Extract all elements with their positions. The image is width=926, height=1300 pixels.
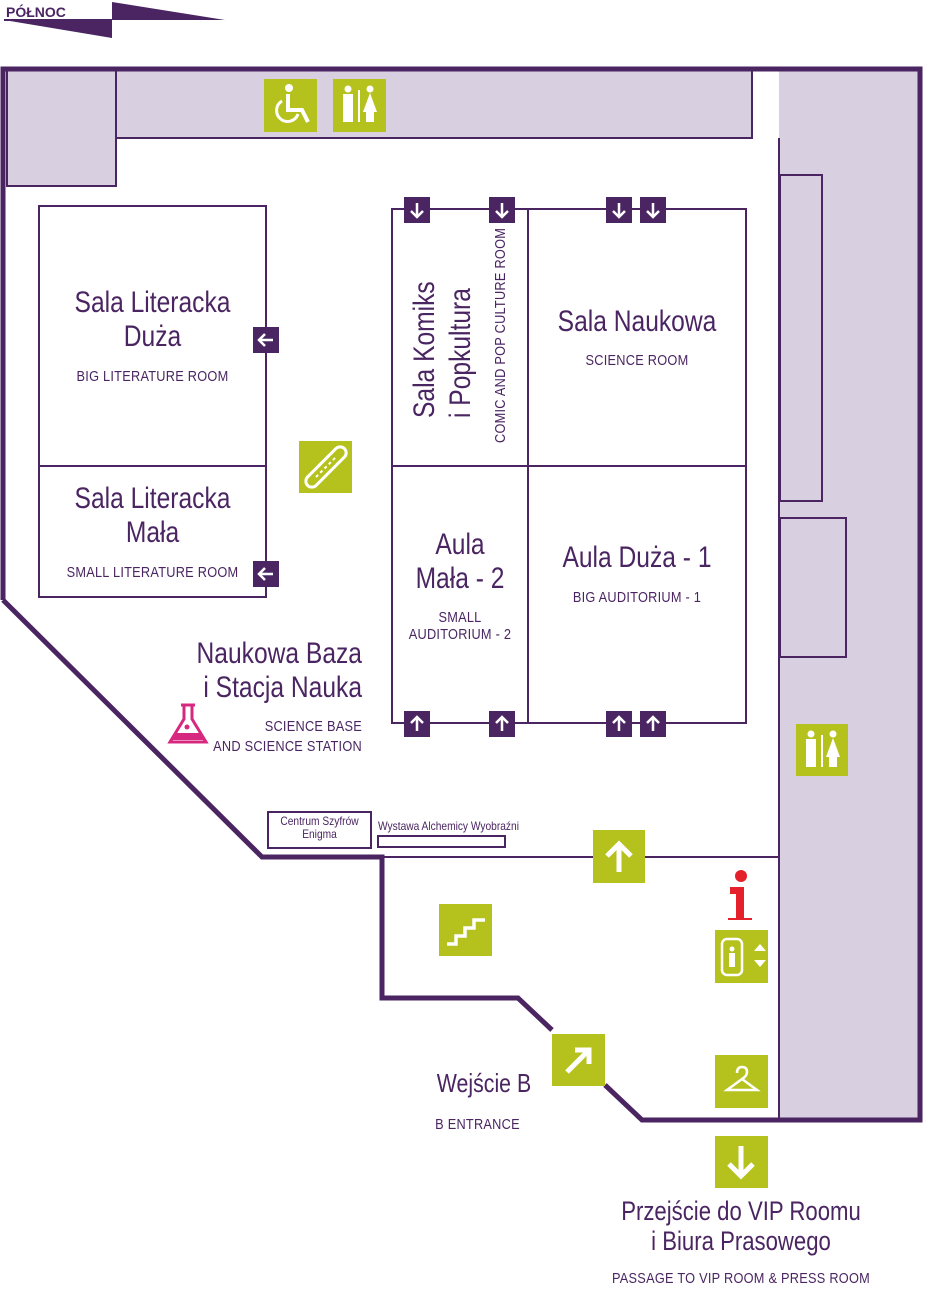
arrow-up-icon: [640, 711, 666, 737]
arrow-down-icon: [606, 197, 632, 223]
arrow-up-icon: [593, 830, 645, 883]
door-markers: [253, 197, 666, 737]
arrow-up-icon: [489, 711, 515, 737]
big-auditorium-subtitle: BIG AUDITORIUM - 1: [572, 589, 702, 606]
big-auditorium-title: Aula Duża - 1: [562, 541, 712, 574]
stairs-icon: [439, 904, 492, 956]
arrow-down-icon: [404, 197, 430, 223]
north-label: PÓŁNOC: [6, 4, 66, 20]
accessibility-icon: [264, 79, 317, 132]
arrow-down-icon: [715, 1136, 768, 1188]
arrow-up-icon: [606, 711, 632, 737]
science-flask-icon: [167, 703, 209, 744]
arrow-down-icon: [489, 197, 515, 223]
small-literature-room-subtitle: SMALL LITERATURE ROOM: [66, 564, 239, 581]
cloakroom-icon: [715, 1055, 768, 1108]
north-arrow-icon: [4, 2, 225, 38]
comic-room-title-line1: Sala Komiks: [408, 281, 441, 418]
arrow-up-icon: [404, 711, 430, 737]
toilets-icon: [796, 724, 848, 776]
big-literature-room-subtitle: BIG LITERATURE ROOM: [76, 368, 229, 385]
alchemy-exhibition-label: Wystawa Alchemicy Wyobraźni: [378, 819, 519, 833]
entrance-b-subtitle: B ENTRANCE: [435, 1116, 520, 1133]
outer-walls: [0, 66, 923, 1123]
arrow-left-icon: [253, 561, 279, 587]
arrow-diagonal-icon: [552, 1034, 605, 1086]
comic-room-subtitle: COMIC AND POP CULTURE ROOM: [492, 227, 509, 443]
room-outlines: [38, 205, 747, 849]
escalator-icon: [299, 441, 352, 493]
science-room-subtitle: SCIENCE ROOM: [585, 352, 689, 369]
arrow-down-icon: [640, 197, 666, 223]
elevator-icon: [715, 930, 768, 983]
arrow-left-icon: [253, 327, 279, 353]
science-room-title: Sala Naukowa: [557, 305, 717, 338]
entrance-b-title: Wejście B: [436, 1068, 532, 1098]
vip-passage-subtitle: PASSAGE TO VIP ROOM & PRESS ROOM: [611, 1270, 871, 1287]
information-icon: [728, 870, 752, 920]
comic-room-title-line2: i Popkultura: [444, 288, 477, 418]
toilets-icon: [333, 79, 386, 132]
